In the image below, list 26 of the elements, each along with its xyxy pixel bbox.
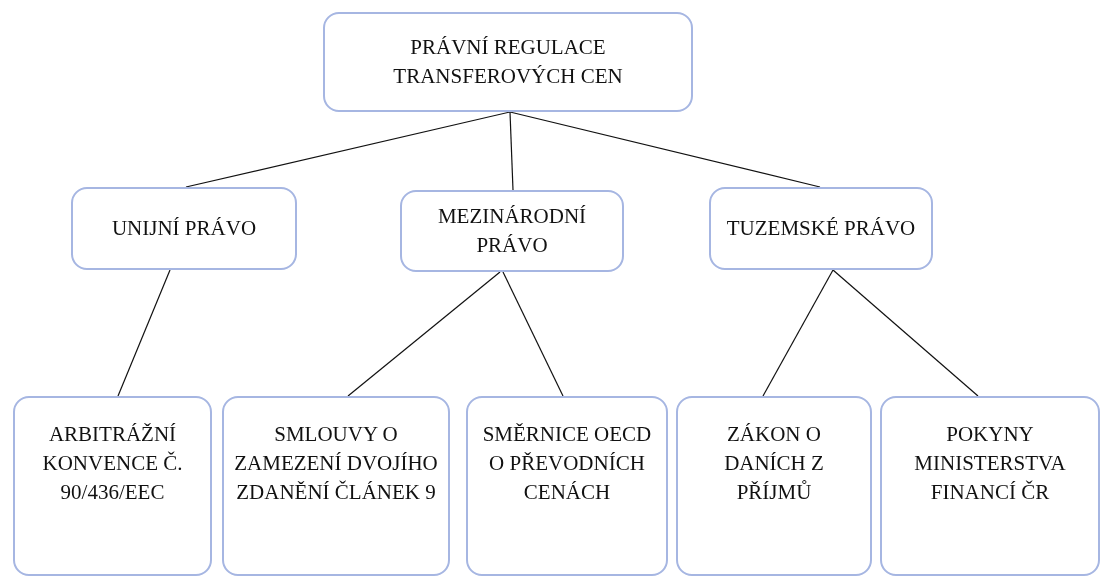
connector-line (347, 271, 501, 397)
category-box (71, 187, 297, 270)
box-label: ZÁKON O DANÍCH Z PŘÍJMŮ (723, 421, 825, 506)
category-box (13, 396, 212, 576)
box-label: SMĚRNICE OECD O PŘEVODNÍCH CENÁCH (481, 421, 653, 506)
category-box (676, 396, 872, 576)
connector-line (502, 271, 564, 397)
connector-line (509, 111, 821, 188)
box-label: ARBITRÁŽNÍ KONVENCE Č. 90/436/EEC (41, 421, 184, 506)
connector-line (117, 269, 171, 397)
root-box (323, 12, 693, 112)
box-label: PRÁVNÍ REGULACE TRANSFEROVÝCH CEN (392, 34, 624, 90)
category-box (709, 187, 933, 270)
box-label: TUZEMSKÉ PRÁVO (726, 215, 916, 242)
connector-line (762, 269, 834, 397)
box-label: SMLOUVY O ZAMEZENÍ DVOJÍHO ZDANĚNÍ ČLÁNEK 9 (233, 421, 439, 506)
category-box (400, 190, 624, 272)
category-box (880, 396, 1100, 576)
category-box (222, 396, 450, 576)
box-label: UNIJNÍ PRÁVO (111, 215, 257, 242)
box-label: MEZINÁRODNÍ PRÁVO (436, 203, 588, 259)
connector-line (509, 111, 514, 191)
box-label: POKYNY MINISTERSTVA FINANCÍ ČR (913, 421, 1067, 506)
connector-line (832, 269, 979, 397)
category-box (466, 396, 668, 576)
connector-line (185, 111, 511, 188)
